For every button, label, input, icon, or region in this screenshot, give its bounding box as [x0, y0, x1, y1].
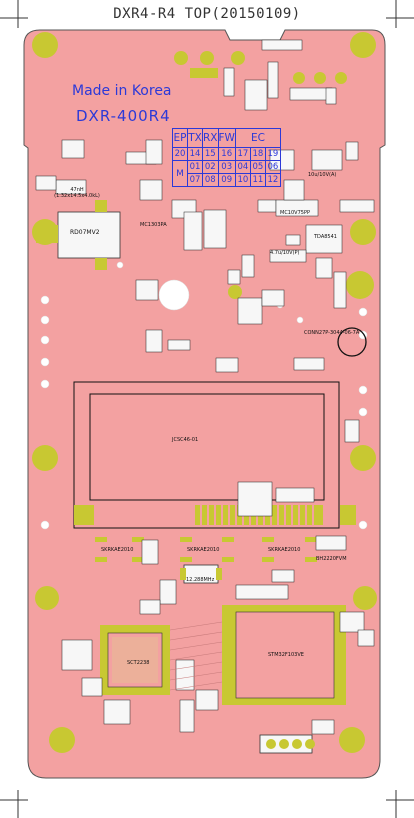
rd07-label: RD07MV2: [70, 229, 100, 236]
mcu-stm32: [222, 605, 346, 705]
mounting-holes: [32, 32, 377, 753]
switch-label-1: SKRKAE2010: [101, 547, 134, 553]
lcd-outline: [73, 381, 340, 529]
dip-header: EC: [234, 128, 281, 148]
bottom-connector: [259, 734, 315, 754]
mc2-label: MC10V75PP: [280, 210, 310, 216]
dip-cell: 02: [202, 160, 219, 174]
dip-cell: 18: [249, 147, 266, 161]
mc1-label: MC1303PA: [140, 222, 167, 228]
bh-label: BH2220FVM: [316, 556, 347, 562]
ta-label: TDA8541: [314, 234, 337, 240]
mcu2-label: STM32F103VE: [268, 652, 304, 658]
dip-cell: 15: [202, 147, 219, 161]
dip-header: EP: [172, 128, 188, 148]
coil-label: 47nH (1.32x14.5x4.0kL): [54, 187, 100, 199]
dip-header: TX: [187, 128, 203, 148]
dip-cell: 01: [187, 160, 203, 174]
smd-components: [35, 39, 375, 735]
dip-header: FW: [217, 128, 236, 148]
model-label: DXR-400R4: [76, 107, 171, 125]
dip-cell: 16: [217, 147, 236, 161]
dip-cell: 10: [234, 173, 251, 187]
dip-cell: 17: [234, 147, 251, 161]
mcu-sct2238: [100, 625, 170, 695]
trace-lines: [169, 621, 223, 691]
conn-label: CONN27P-3044-06-7A: [304, 330, 360, 336]
switch-label-2: SKRKAE2010: [187, 547, 220, 553]
tantal-label: 4.7u/10V(P): [270, 250, 300, 256]
dip-cell: 07: [187, 173, 203, 187]
dip-cell: 19: [264, 147, 281, 161]
lcd-pad-right: [340, 505, 356, 525]
dip-table: EP TX RX FW EC 20 14 15 16 17 18 19 M 01…: [172, 128, 281, 187]
made-in-label: Made in Korea: [72, 83, 172, 99]
top-pads: [174, 51, 347, 299]
dip-cell: 03: [217, 160, 236, 174]
dip-cell: 08: [202, 173, 219, 187]
switch-label-3: SKRKAE2010: [268, 547, 301, 553]
dip-cell: 11: [249, 173, 266, 187]
rd07-transistor: [36, 200, 121, 270]
cap-label: 10u/10V(A): [308, 172, 337, 178]
dip-m-label: M: [172, 160, 188, 187]
lcd-label: JCSC46-01: [172, 437, 199, 443]
dip-cell: 14: [187, 147, 203, 161]
dip-cell: 09: [217, 173, 236, 187]
via-holes: [40, 261, 368, 530]
drawing-title: DXR4-R4 TOP(20150109): [113, 6, 301, 22]
speaker-ring: [337, 327, 367, 357]
dip-header: RX: [202, 128, 219, 148]
crystal-label: 12.288MHz: [186, 577, 215, 583]
mcu-label: SCT2238: [127, 660, 150, 666]
dip-cell: 05: [249, 160, 266, 174]
dip-cell: 20: [172, 147, 188, 161]
lcd-pad-left: [74, 505, 94, 525]
switch-pads: [95, 537, 317, 562]
dip-cell: 06: [264, 160, 281, 174]
dip-cell: 04: [234, 160, 251, 174]
dip-cell: 12: [264, 173, 281, 187]
